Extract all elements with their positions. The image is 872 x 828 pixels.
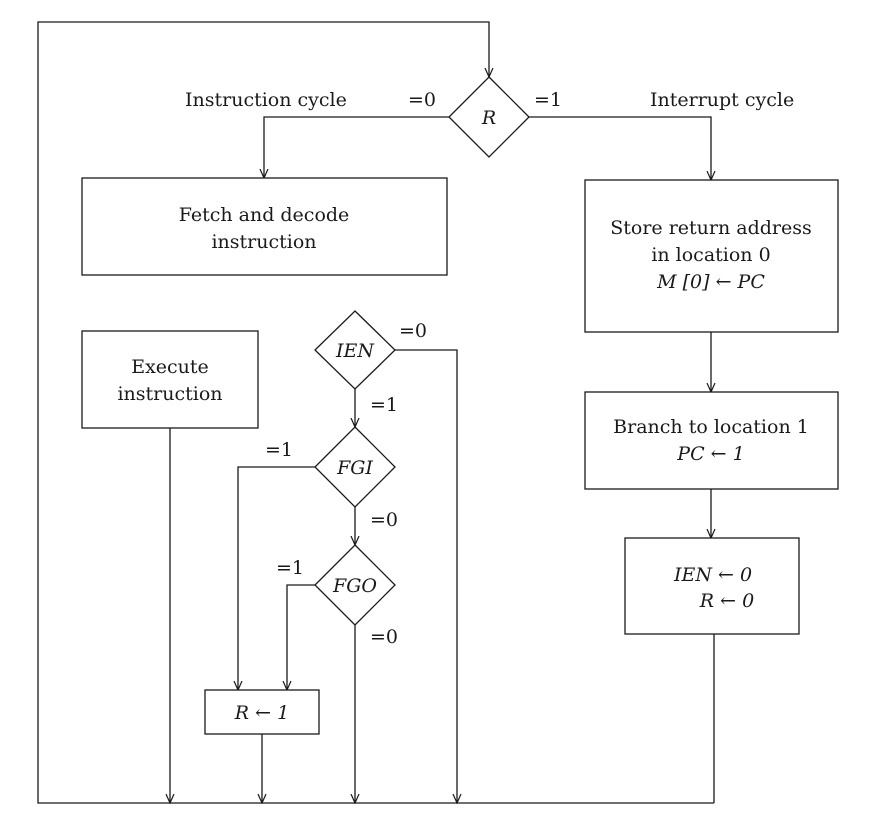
branch-line-1: Branch to location 1 [613, 416, 809, 438]
ien-eq1-label: =1 [370, 394, 398, 416]
r-eq1-label: =1 [534, 89, 562, 111]
reset-box [624, 537, 800, 635]
branch-line-2: PC ← 1 [676, 443, 744, 465]
interrupt-cycle-label: Interrupt cycle [650, 89, 794, 111]
store-line-2: in location 0 [651, 244, 770, 266]
r-eq0-label: =0 [408, 89, 436, 111]
decision-ien-label: IEN [335, 340, 375, 362]
fgo-eq0-label: =0 [370, 626, 398, 648]
set-r-box [204, 689, 320, 735]
decision-r-label: R [481, 107, 496, 129]
set-r-label: R ← 1 [234, 702, 289, 724]
fetch-decode-box [81, 177, 448, 276]
instruction-cycle-label: Instruction cycle [185, 89, 347, 111]
fetch-line-1: Fetch and decode [179, 204, 350, 226]
decision-fgo-label: FGO [332, 575, 377, 597]
r-left-branch [264, 116, 449, 178]
ien-eq0-label: =0 [399, 320, 427, 342]
fgo-eq1-branch [287, 584, 315, 690]
fetch-line-2: instruction [211, 231, 316, 253]
decision-r [448, 76, 530, 158]
decision-fgi-label: FGI [336, 457, 373, 479]
execute-line-1: Execute [131, 356, 209, 378]
r-right-branch [529, 116, 711, 180]
store-line-3: M [0] ← PC [656, 271, 765, 293]
reset-line-1: IEN ← 0 [673, 564, 752, 586]
store-line-1: Store return address [610, 217, 812, 239]
ien-eq0-branch [395, 349, 457, 803]
execute-line-2: instruction [117, 383, 222, 405]
reset-line-2: R ← 0 [699, 590, 754, 612]
fgi-eq0-label: =0 [370, 509, 398, 531]
execute-instruction-box [81, 330, 259, 429]
fgo-eq1-label: =1 [276, 557, 304, 579]
fgi-eq1-branch [238, 466, 315, 690]
branch-box [584, 391, 839, 490]
fgi-eq1-label: =1 [265, 439, 293, 461]
